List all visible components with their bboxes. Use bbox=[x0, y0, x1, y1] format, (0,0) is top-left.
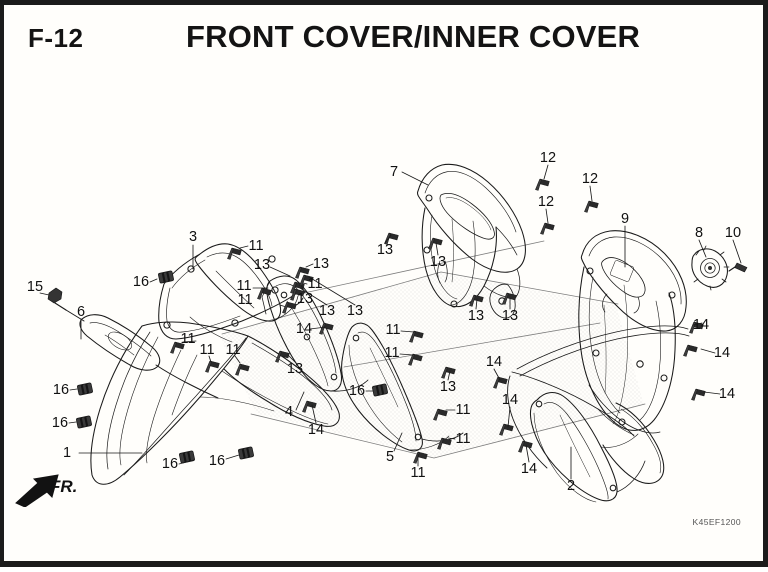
page-code: F-12 bbox=[28, 23, 84, 53]
callout-number[interactable]: 11 bbox=[236, 278, 252, 294]
callout-number[interactable]: 14 bbox=[713, 345, 731, 361]
callout-number[interactable]: 9 bbox=[620, 211, 630, 227]
callout-number[interactable]: 12 bbox=[539, 150, 557, 166]
callout-number[interactable]: 11 bbox=[248, 238, 264, 254]
callout-number[interactable]: 13 bbox=[253, 257, 271, 273]
callout-number[interactable]: 13 bbox=[439, 379, 457, 395]
part-right-inner-cover bbox=[578, 230, 687, 436]
callout-number[interactable]: 12 bbox=[537, 194, 555, 210]
page-title: FRONT COVER/INNER COVER bbox=[186, 19, 641, 54]
callout-number[interactable]: 11 bbox=[455, 402, 471, 418]
callout-number[interactable]: 14 bbox=[295, 321, 313, 337]
part-left-lower-cover bbox=[341, 322, 464, 452]
edge-seal-strip bbox=[516, 325, 690, 377]
fr-arrow-icon bbox=[15, 474, 59, 508]
callout-number[interactable]: 13 bbox=[286, 361, 304, 377]
callout-number[interactable]: 14 bbox=[692, 317, 710, 333]
part-front-cover bbox=[90, 321, 340, 485]
front-direction-marker: FR. bbox=[14, 471, 86, 511]
callout-number[interactable]: 14 bbox=[485, 354, 503, 370]
callout-number[interactable]: 2 bbox=[566, 478, 576, 494]
fr-label: FR. bbox=[50, 477, 78, 496]
callout-number[interactable]: 11 bbox=[384, 345, 400, 361]
callout-number[interactable]: 13 bbox=[312, 256, 330, 272]
callout-number[interactable]: 16 bbox=[208, 453, 226, 469]
callout-number[interactable]: 11 bbox=[385, 322, 401, 338]
exploded-parts-drawing bbox=[4, 5, 768, 572]
callout-number[interactable]: 13 bbox=[346, 303, 364, 319]
callout-number[interactable]: 4 bbox=[284, 404, 294, 420]
callout-number[interactable]: 1 bbox=[62, 445, 72, 461]
callout-number[interactable]: 16 bbox=[51, 415, 69, 431]
callout-number[interactable]: 16 bbox=[132, 274, 150, 290]
callout-number[interactable]: 8 bbox=[694, 225, 704, 241]
callout-number[interactable]: 11 bbox=[307, 276, 323, 292]
callout-number[interactable]: 16 bbox=[52, 382, 70, 398]
callout-number[interactable]: 16 bbox=[161, 456, 179, 472]
callout-number[interactable]: 11 bbox=[455, 431, 471, 447]
callout-number[interactable]: 11 bbox=[237, 292, 253, 308]
diagram-header: F-12 FRONT COVER/INNER COVER bbox=[4, 19, 763, 67]
callout-number[interactable]: 13 bbox=[318, 303, 336, 319]
callout-number[interactable]: 11 bbox=[180, 331, 196, 347]
callout-number[interactable]: 14 bbox=[718, 386, 736, 402]
leader-lines bbox=[39, 164, 742, 480]
callout-number[interactable]: 16 bbox=[348, 383, 366, 399]
callout-number[interactable]: 10 bbox=[724, 225, 742, 241]
callout-number[interactable]: 13 bbox=[429, 254, 447, 270]
callout-number[interactable]: 6 bbox=[76, 304, 86, 320]
callout-number[interactable]: 13 bbox=[296, 291, 314, 307]
callout-number[interactable]: 14 bbox=[520, 461, 538, 477]
callout-number[interactable]: 13 bbox=[467, 308, 485, 324]
callout-number[interactable]: 14 bbox=[501, 392, 519, 408]
callout-number[interactable]: 7 bbox=[389, 164, 399, 180]
ghost-body-outline bbox=[219, 240, 646, 459]
callout-number[interactable]: 12 bbox=[581, 171, 599, 187]
callout-number[interactable]: 13 bbox=[376, 242, 394, 258]
callout-number[interactable]: 11 bbox=[199, 342, 215, 358]
callout-number[interactable]: 11 bbox=[410, 465, 426, 481]
drawing-number: K45EF1200 bbox=[692, 517, 741, 527]
callout-number[interactable]: 13 bbox=[501, 308, 519, 324]
drawing-sheet: F-12 FRONT COVER/INNER COVER bbox=[4, 5, 763, 561]
part-lock-cylinder bbox=[691, 245, 748, 291]
callout-number[interactable]: 15 bbox=[26, 279, 44, 295]
part-right-lower-cover bbox=[507, 371, 665, 503]
callout-number[interactable]: 11 bbox=[225, 342, 241, 358]
callout-number[interactable]: 3 bbox=[188, 229, 198, 245]
callout-number[interactable]: 5 bbox=[385, 449, 395, 465]
callout-number[interactable]: 14 bbox=[307, 422, 325, 438]
